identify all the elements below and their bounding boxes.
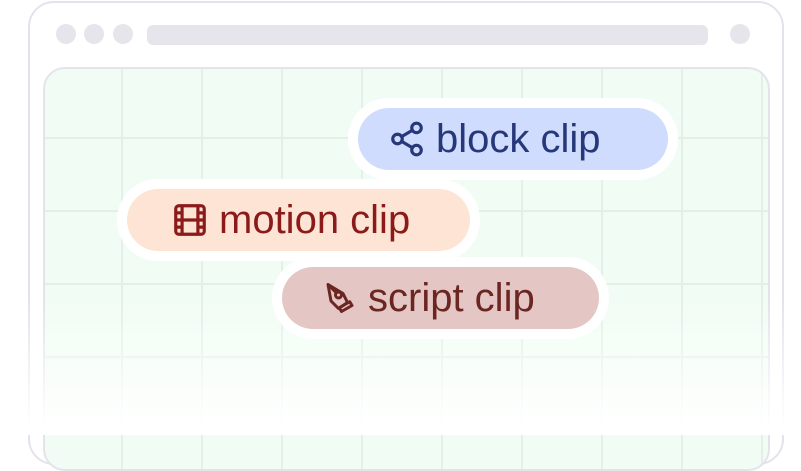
pill-label: block clip	[436, 116, 601, 161]
pen-tool-icon	[326, 283, 354, 313]
address-bar	[147, 25, 708, 45]
pill-label: motion clip	[219, 197, 411, 242]
window-dot	[113, 24, 133, 44]
film-icon	[174, 204, 206, 236]
script-clip-pill[interactable]: script clip	[282, 267, 599, 329]
window-dot	[56, 24, 76, 44]
window-dot	[730, 24, 750, 44]
motion-clip-pill[interactable]: motion clip	[127, 189, 470, 251]
window-dot	[84, 24, 104, 44]
block-clip-pill[interactable]: block clip	[358, 108, 668, 170]
share-icon	[391, 121, 423, 157]
pill-label: script clip	[368, 275, 535, 320]
